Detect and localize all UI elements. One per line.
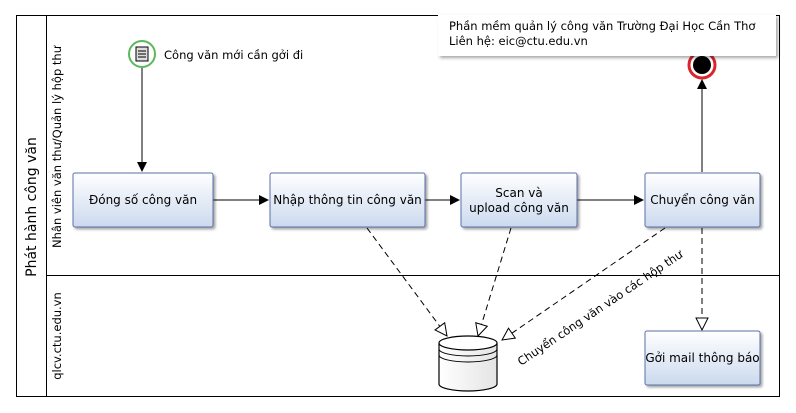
association-chuyen-to-db <box>502 227 666 340</box>
info-title: Phần mềm quản lý công văn Trường Đại Học… <box>449 19 756 33</box>
task-label-line1: Scan và <box>495 186 542 200</box>
task-chuyen-cong-van[interactable]: Chuyển công văn <box>644 172 761 228</box>
association-scan-to-db <box>478 227 512 336</box>
end-event[interactable] <box>687 50 717 80</box>
message-icon <box>135 46 149 62</box>
task-label: Đóng số công văn <box>89 193 197 207</box>
association-nhap-to-db <box>366 227 447 336</box>
task-label: Gởi mail thông báo <box>645 351 759 365</box>
pool-label: Phát hành công văn <box>24 137 40 277</box>
info-note: Phần mềm quản lý công văn Trường Đại Học… <box>438 15 776 56</box>
start-event[interactable] <box>128 40 156 68</box>
task-label: Chuyển công văn <box>650 193 755 207</box>
lane-label-staff: Nhân viên văn thư/Quản lý hộp thư <box>50 45 64 248</box>
task-goi-mail-thong-bao[interactable]: Gởi mail thông báo <box>644 330 761 386</box>
task-nhap-thong-tin-cong-van[interactable]: Nhập thông tin công văn <box>269 172 426 228</box>
task-label-line2: upload công văn <box>469 201 569 215</box>
task-scan-upload-cong-van[interactable]: Scan và upload công văn <box>460 172 578 228</box>
info-contact: Liên hệ: eic@ctu.edu.vn <box>449 34 588 48</box>
lane-label-system: qlcv.ctu.edu.vn <box>50 292 64 380</box>
start-event-label: Công văn mới cần gởi đi <box>164 48 303 62</box>
database-icon[interactable] <box>438 335 498 392</box>
task-label: Nhập thông tin công văn <box>273 193 422 207</box>
task-dong-so-cong-van[interactable]: Đóng số công văn <box>72 172 214 228</box>
